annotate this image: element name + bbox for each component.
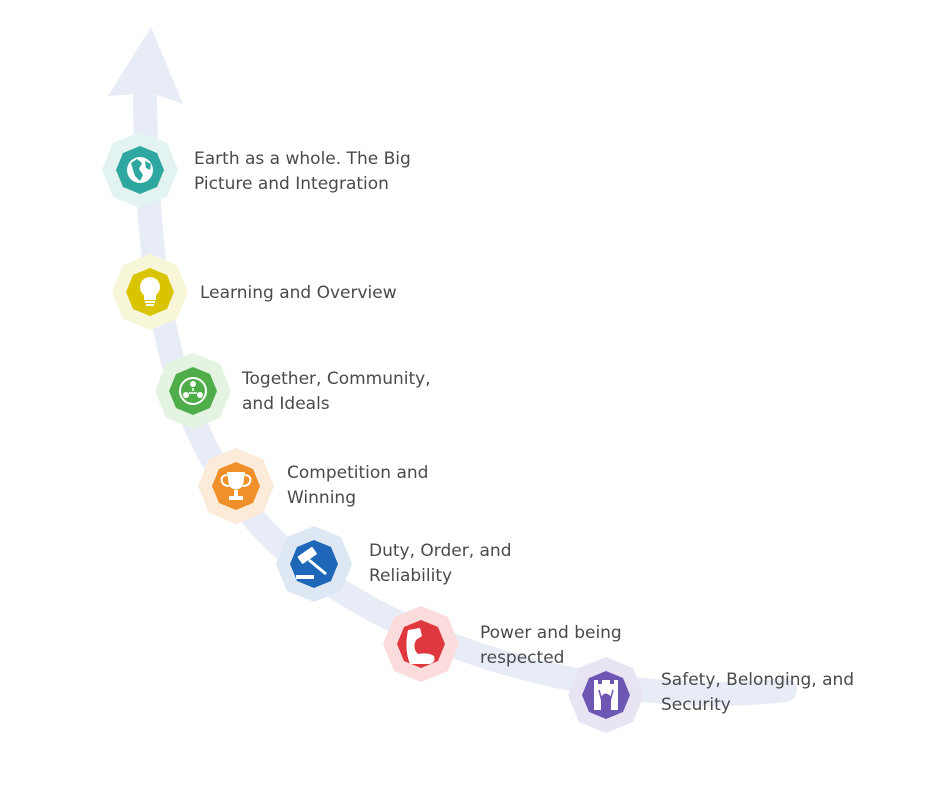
globe-icon <box>127 157 153 183</box>
stage-label-line: Reliability <box>369 566 453 586</box>
stage-label-line: Power and being <box>480 623 622 643</box>
stage-label-line: Picture and Integration <box>194 174 389 194</box>
trophy-icon <box>220 472 252 500</box>
stage-earth-marker <box>102 132 178 208</box>
gavel-icon <box>296 546 327 579</box>
stage-learning-marker <box>112 254 188 330</box>
stage-label-line: Learning and Overview <box>200 283 397 303</box>
stage-label-line: and Ideals <box>242 394 330 414</box>
stage-label-power: Power and being respected <box>480 621 622 671</box>
stage-label-earth: Earth as a whole. The Big Picture and In… <box>194 147 411 197</box>
stage-safety-marker <box>568 657 644 733</box>
stage-label-line: Security <box>661 695 731 715</box>
stage-power-marker <box>383 606 459 682</box>
community-icon <box>179 377 207 405</box>
stage-label-line: Duty, Order, and <box>369 541 512 561</box>
stage-label-line: Winning <box>287 488 356 508</box>
stage-label-duty: Duty, Order, and Reliability <box>369 539 512 589</box>
stage-label-line: Safety, Belonging, and <box>661 670 855 690</box>
stage-duty-marker <box>276 526 352 602</box>
stage-label-learning: Learning and Overview <box>200 281 397 306</box>
stage-label-competition: Competition and Winning <box>287 461 428 511</box>
stage-competition-marker <box>198 448 274 524</box>
castle-icon <box>594 680 618 710</box>
stage-label-safety: Safety, Belonging, and Security <box>661 668 854 718</box>
progress-arrow-head <box>108 27 183 104</box>
stage-together-marker <box>155 353 231 429</box>
stage-label-line: Together, Community, <box>242 369 431 389</box>
stage-label-line: Competition and <box>287 463 429 483</box>
lightbulb-icon <box>140 277 160 306</box>
stage-label-together: Together, Community, and Ideals <box>242 367 431 417</box>
stage-label-line: respected <box>480 648 565 668</box>
stage-label-line: Earth as a whole. The Big <box>194 149 411 169</box>
flexed-arm-icon <box>406 628 435 664</box>
